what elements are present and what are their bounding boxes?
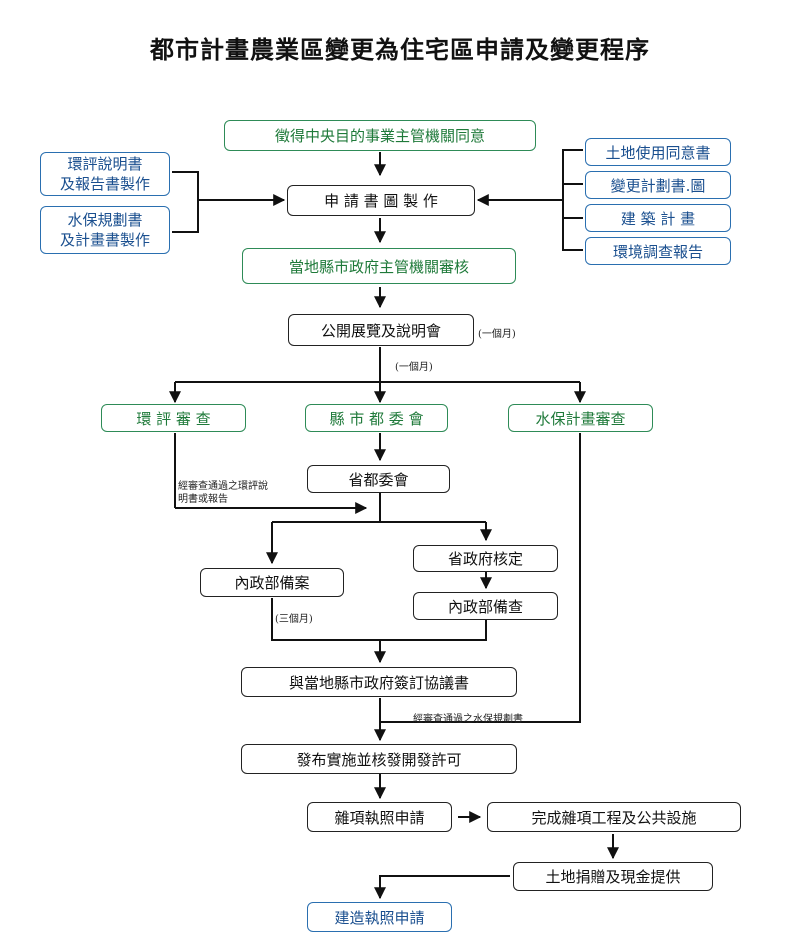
central-consent-box: 徵得中央目的事業主管機關同意 (224, 120, 536, 151)
note-three-months: (三個月) (275, 614, 313, 625)
public-works-box: 完成雜項工程及公共設施 (487, 802, 741, 832)
eia-review-box: 環 評 審 查 (101, 404, 246, 432)
env-survey-box: 環境調查報告 (585, 237, 731, 265)
soil-review-box: 水保計畫審查 (508, 404, 653, 432)
public-exhibit-box: 公開展覽及說明會 (288, 314, 474, 346)
line-check-merge (380, 620, 487, 641)
soil-plan-box: 水保規劃書 及計畫書製作 (40, 206, 170, 254)
agreement-box: 與當地縣市政府簽訂協議書 (241, 667, 517, 697)
soil-plan-line2: 及計畫書製作 (59, 231, 150, 249)
county-committee-box: 縣 市 都 委 會 (305, 404, 448, 432)
province-approval-box: 省政府核定 (413, 545, 558, 572)
land-donation-box: 土地捐贈及現金提供 (513, 862, 713, 891)
note-one-month-a: (一個月) (478, 329, 516, 340)
change-plan-box: 變更計劃書.圖 (585, 171, 731, 199)
interior-check-box: 內政部備查 (413, 592, 558, 620)
line-soil-down (380, 433, 581, 723)
arrow-donation-to-license (374, 875, 510, 900)
eia-doc-box: 環評說明書 及報告書製作 (40, 152, 170, 196)
line-record-merge (271, 598, 380, 641)
building-plan-box: 建 築 計 畫 (585, 204, 731, 232)
county-review-box: 當地縣市政府主管機關審核 (242, 248, 516, 284)
note-eia-passed: 經審查通過之環評說明書或報告 (178, 481, 268, 505)
page-title: 都市計畫農業區變更為住宅區申請及變更程序 (150, 36, 650, 64)
eia-doc-line2: 及報告書製作 (59, 175, 150, 193)
building-license-box: 建造執照申請 (307, 902, 452, 932)
issue-permit-box: 發布實施並核發開發許可 (241, 744, 517, 774)
province-committee-box: 省都委會 (307, 465, 450, 493)
interior-record-box: 內政部備案 (200, 568, 344, 597)
land-consent-box: 土地使用同意書 (585, 138, 731, 166)
note-soil-passed: 經審查通過之水保規劃書 (413, 714, 523, 725)
misc-license-box: 雜項執照申請 (307, 802, 452, 832)
soil-plan-line1: 水保規劃書 (67, 211, 143, 229)
bracket-left (172, 171, 199, 233)
bracket-right (562, 149, 583, 251)
application-docs-box: 申 請 書 圖 製 作 (287, 185, 475, 216)
note-one-month-b: (一個月) (395, 362, 433, 373)
eia-doc-line1: 環評說明書 (67, 155, 143, 173)
